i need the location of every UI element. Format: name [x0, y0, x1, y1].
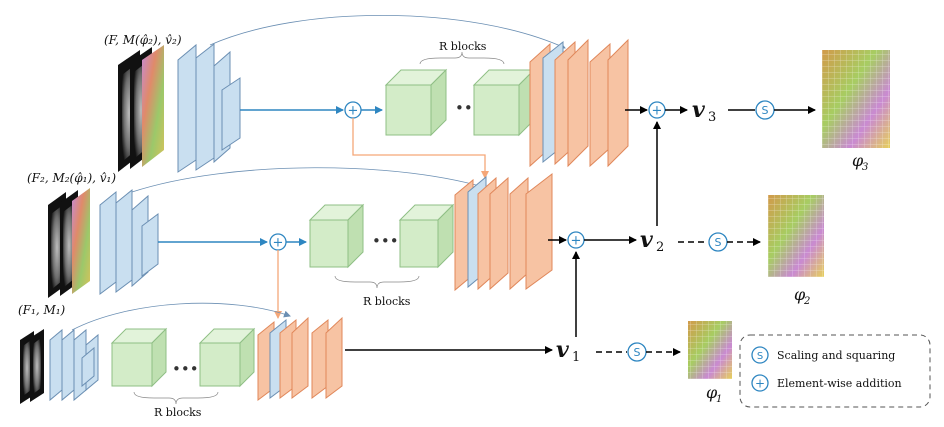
level-3-scaling-op: S	[755, 100, 775, 120]
svg-text:v: v	[640, 227, 653, 253]
legend-addition-text: Element-wise addition	[777, 377, 902, 390]
deformation-field-phi1-label: φ 1	[706, 383, 722, 405]
level-2-network: (F₂, M₂(φ̂₁), v̂₁) + ••• R blocks	[27, 121, 824, 308]
level-2-scaling-op: S	[708, 232, 728, 252]
level-2-rblocks-label: R blocks	[363, 295, 411, 308]
svg-text:S: S	[715, 236, 722, 249]
svg-text:+: +	[273, 236, 284, 251]
level-2-upsample-addition-op: +	[567, 231, 585, 249]
legend-scaling-text: Scaling and squaring	[777, 349, 895, 362]
level-3-rblock-2	[472, 68, 536, 137]
level-3-decoder	[529, 38, 629, 168]
level-1-input-stack	[20, 329, 44, 404]
svg-text:3: 3	[862, 162, 868, 173]
level-1-input-label: (F₁, M₁)	[18, 303, 66, 317]
level-3-rblocks-label: R blocks	[439, 40, 487, 53]
level-3-rblock-1	[384, 68, 448, 137]
svg-text:v: v	[692, 97, 705, 123]
velocity-field-v2-label: v 2	[640, 227, 664, 255]
level-1-encoder	[49, 328, 99, 402]
svg-text:+: +	[755, 377, 765, 391]
level-2-addition-op: +	[269, 233, 287, 251]
svg-text:1: 1	[716, 394, 722, 405]
svg-text:3: 3	[708, 110, 716, 125]
deformation-field-phi2-label: φ 2	[794, 285, 810, 307]
legend-addition-item: + Element-wise addition	[751, 374, 902, 392]
svg-text:φ: φ	[794, 285, 806, 304]
level-2-decoder	[454, 172, 553, 292]
svg-text:S: S	[757, 351, 763, 362]
level-1-rblocks-brace	[133, 391, 219, 405]
cross-level-upsample-arrow-top	[352, 118, 489, 179]
svg-text:S: S	[634, 346, 641, 359]
svg-text:S: S	[762, 104, 769, 117]
level-3-encoder	[177, 42, 241, 173]
svg-text:1: 1	[572, 350, 580, 365]
velocity-field-v3-label: v 3	[692, 97, 716, 125]
legend-scaling-icon	[751, 346, 769, 364]
level-1-network: (F₁, M₁) ••• R blocks	[18, 251, 732, 419]
svg-text:φ: φ	[852, 151, 864, 170]
level-1-scaling-op: S	[627, 342, 647, 362]
level-1-ellipsis: •••	[172, 360, 199, 378]
level-3-input-stack	[118, 45, 164, 172]
deformation-field-phi3-image	[822, 50, 890, 148]
svg-text:φ: φ	[706, 383, 718, 402]
level-2-rblock-1	[308, 203, 365, 269]
level-2-skip-arc	[131, 167, 494, 193]
svg-text:2: 2	[656, 240, 664, 255]
deformation-field-phi1-image	[688, 321, 732, 379]
deformation-field-phi3-label: φ 3	[852, 151, 868, 173]
level-3-skip-arc	[209, 14, 566, 49]
velocity-field-v1-label: v 1	[556, 337, 580, 365]
level-1-rblock-1	[110, 327, 168, 388]
legend-addition-icon	[751, 374, 769, 392]
level-2-ellipsis: •••	[372, 232, 399, 250]
legend: S Scaling and squaring + Element-wise ad…	[739, 334, 931, 408]
deformation-field-phi2-image	[768, 195, 824, 277]
level-2-input-stack	[48, 188, 90, 298]
svg-text:+: +	[348, 104, 359, 119]
level-2-rblock-2	[398, 203, 455, 269]
level-3-upsample-addition-op: +	[648, 101, 666, 119]
level-2-rblocks-brace	[334, 275, 420, 289]
level-1-rblocks-label: R blocks	[154, 406, 202, 419]
level-2-encoder	[99, 188, 159, 295]
level-2-input-label: (F₂, M₂(φ̂₁), v̂₁)	[27, 171, 116, 185]
svg-text:2: 2	[803, 296, 810, 307]
legend-box	[739, 334, 931, 408]
legend-scaling-item: S Scaling and squaring	[751, 346, 895, 364]
svg-text:v: v	[556, 337, 569, 363]
svg-text:+: +	[652, 104, 663, 119]
level-3-input-label: (F, M(φ̂₂), v̂₂)	[104, 33, 182, 47]
level-3-rblocks-brace	[419, 51, 505, 65]
level-1-decoder	[257, 316, 343, 401]
svg-text:+: +	[571, 234, 582, 249]
level-3-network: (F, M(φ̂₂), v̂₂) + ••• R b	[104, 14, 890, 173]
level-1-rblock-2	[198, 327, 256, 388]
level-3-addition-op: +	[344, 101, 362, 119]
level-1-skip-arc	[71, 302, 291, 331]
